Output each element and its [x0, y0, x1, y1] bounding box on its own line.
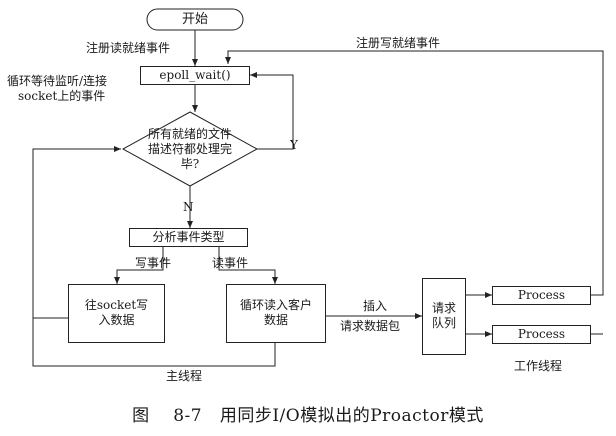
main-thread-label: 主线程 — [166, 369, 203, 383]
write-event-label: 写事件 — [135, 256, 172, 270]
write-socket-box: 往socket写入数据 — [68, 284, 165, 343]
main-thread-line — [32, 318, 276, 367]
read-event-label: 读事件 — [212, 256, 249, 270]
arrow-main-loop — [32, 146, 121, 319]
process1-box: Process — [492, 286, 591, 305]
arrow-to-read — [218, 246, 278, 284]
worker-threads-label: 工作线程 — [514, 359, 563, 373]
arrow-yes-loop — [250, 72, 294, 150]
register-read-label: 注册读就绪事件 — [86, 41, 171, 55]
loop-wait-label: 循环等待监听/连接 — [7, 74, 108, 88]
process2-box: Process — [492, 325, 591, 344]
process1-label: Process — [517, 288, 566, 302]
arrow-to-write — [114, 246, 164, 284]
write-socket-label: 往socket写入数据 — [84, 298, 149, 327]
register-write-label: 注册写就绪事件 — [356, 36, 441, 50]
figure-caption: 图 8-7 用同步I/O模拟出的Proactor模式 — [0, 401, 616, 426]
decision-label: 所有就绪的文件描述符都处理完毕? — [147, 127, 232, 171]
caption-number: 8-7 — [173, 406, 203, 426]
queue-box: 请求队列 — [422, 278, 466, 355]
start-label: 开始 — [181, 12, 208, 27]
insert-label: 插入 — [363, 299, 388, 313]
read-loop-box: 循环读入客户数据 — [226, 284, 326, 343]
caption-title: 用同步I/O模拟出的Proactor模式 — [219, 406, 484, 426]
request-packet-label: 请求数据包 — [340, 319, 401, 333]
yes-label: Y — [290, 138, 298, 152]
queue-label: 请求队列 — [431, 301, 456, 330]
epoll-wait-box: epoll_wait() — [140, 66, 250, 85]
analyze-label: 分析事件类型 — [152, 230, 225, 244]
loop-wait-label-2: socket上的事件 — [18, 89, 106, 103]
epoll-wait-label: epoll_wait() — [159, 68, 231, 82]
caption-figure: 图 — [132, 406, 150, 426]
arrow-register-write — [225, 50, 604, 296]
read-loop-label: 循环读入客户数据 — [239, 298, 312, 327]
process2-label: Process — [517, 327, 566, 341]
analyze-box: 分析事件类型 — [129, 228, 248, 247]
no-label: N — [183, 200, 194, 214]
